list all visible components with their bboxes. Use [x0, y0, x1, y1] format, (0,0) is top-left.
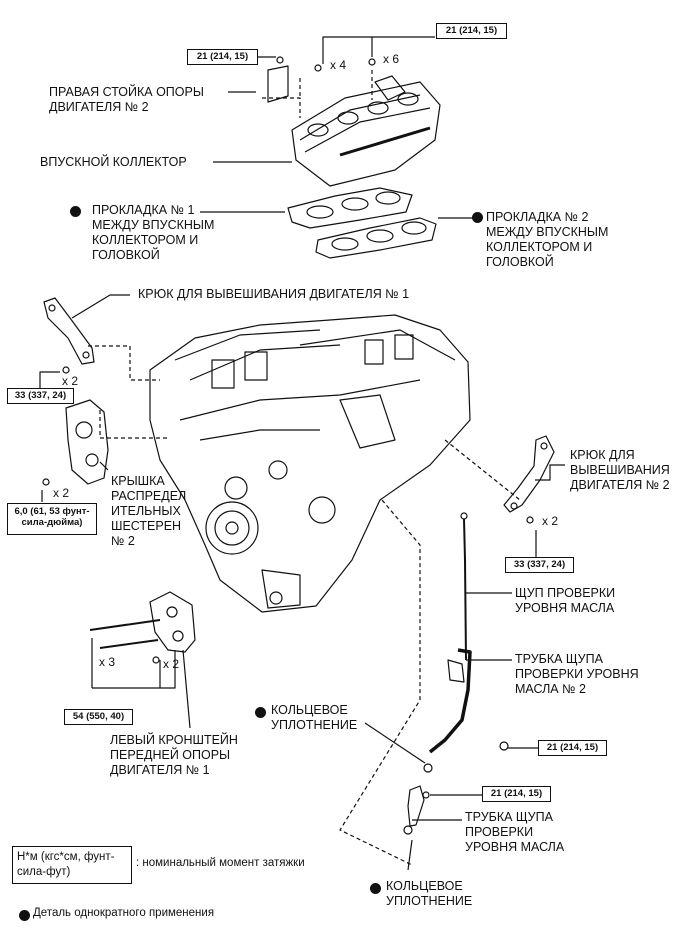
- label-intake-manifold: ВПУСКНОЙ КОЛЛЕКТОР: [40, 155, 187, 169]
- torque-spec-timing-cover: 6,0 (61, 53 фунт- сила-дюйма): [7, 503, 97, 535]
- quantity-label: x 3: [99, 655, 116, 669]
- dashed-guides: [88, 70, 521, 866]
- torque-spec-hanger-2: 33 (337, 24): [505, 557, 574, 573]
- legend-torque-unit: Н*м (кгс*см, фунт- сила-фут): [12, 846, 132, 884]
- guide-tube-drawing: [403, 785, 430, 835]
- intake-manifold-drawing: [267, 56, 441, 187]
- torque-spec-manifold-bolts: 21 (214, 15): [436, 23, 507, 39]
- non-reusable-dot: [70, 206, 81, 217]
- label-timing-cover-2: КРЫШКА РАСПРЕДЕЛ ИТЕЛЬНЫХ ШЕСТЕРЕН № 2: [111, 474, 187, 548]
- non-reusable-dot: [472, 212, 483, 223]
- gasket-2-drawing: [315, 217, 437, 259]
- torque-spec-mount-bracket: 54 (550, 40): [64, 709, 133, 725]
- dipstick-drawing: [460, 512, 468, 661]
- label-dipstick-guide: ТРУБКА ЩУПА ПРОВЕРКИ УРОВНЯ МАСЛА: [465, 810, 565, 854]
- engine-block-drawing: [149, 314, 471, 613]
- label-dipstick: ЩУП ПРОВЕРКИ УРОВНЯ МАСЛА: [515, 586, 616, 615]
- label-right-mount-stay: ПРАВАЯ СТОЙКА ОПОРЫ ДВИГАТЕЛЯ № 2: [49, 85, 204, 114]
- legend-non-reusable: Деталь однократного применения: [33, 907, 215, 919]
- mount-bracket-drawing: [89, 591, 196, 664]
- quantity-label: x 2: [542, 514, 559, 528]
- label-o-ring-2: КОЛЬЦЕВОЕ УПЛОТНЕНИЕ: [386, 879, 473, 908]
- non-reusable-dot: [19, 910, 30, 921]
- quantity-label: x 6: [383, 52, 400, 66]
- guide-tube-2-drawing: [423, 648, 509, 773]
- quantity-label: x 2: [62, 374, 79, 388]
- engine-hanger-1-drawing: [43, 297, 95, 374]
- torque-spec-guide-tube-2: 21 (214, 15): [538, 740, 607, 756]
- label-engine-hanger-1: КРЮК ДЛЯ ВЫВЕШИВАНИЯ ДВИГАТЕЛЯ № 1: [138, 287, 410, 301]
- torque-spec-hanger-1: 33 (337, 24): [7, 388, 74, 404]
- label-gasket-2: ПРОКЛАДКА № 2 МЕЖДУ ВПУСКНЫМ КОЛЛЕКТОРОМ…: [486, 210, 609, 269]
- leader-lines: [39, 36, 565, 871]
- label-gasket-1: ПРОКЛАДКА № 1 МЕЖДУ ВПУСКНЫМ КОЛЛЕКТОРОМ…: [92, 203, 215, 262]
- gasket-1-drawing: [287, 187, 413, 229]
- label-front-mount-bracket: ЛЕВЫЙ КРОНШТЕЙН ПЕРЕДНЕЙ ОПОРЫ ДВИГАТЕЛЯ…: [110, 733, 238, 777]
- quantity-label: x 2: [163, 657, 180, 671]
- label-o-ring-1: КОЛЬЦЕВОЕ УПЛОТНЕНИЕ: [271, 703, 358, 732]
- label-dipstick-guide-2: ТРУБКА ЩУПА ПРОВЕРКИ УРОВНЯ МАСЛА № 2: [515, 652, 639, 696]
- quantity-label: x 2: [53, 486, 70, 500]
- timing-cover-drawing: [42, 399, 109, 486]
- quantity-label: x 4: [330, 58, 347, 72]
- label-engine-hanger-2: КРЮК ДЛЯ ВЫВЕШИВАНИЯ ДВИГАТЕЛЯ № 2: [570, 448, 670, 492]
- engine-hanger-2-drawing: [503, 435, 555, 524]
- non-reusable-dot: [370, 883, 381, 894]
- torque-spec-mount-stay: 21 (214, 15): [187, 49, 258, 65]
- non-reusable-dot: [255, 707, 266, 718]
- legend-torque-description: : номинальный момент затяжки: [136, 857, 305, 869]
- torque-spec-guide-tube: 21 (214, 15): [482, 786, 551, 802]
